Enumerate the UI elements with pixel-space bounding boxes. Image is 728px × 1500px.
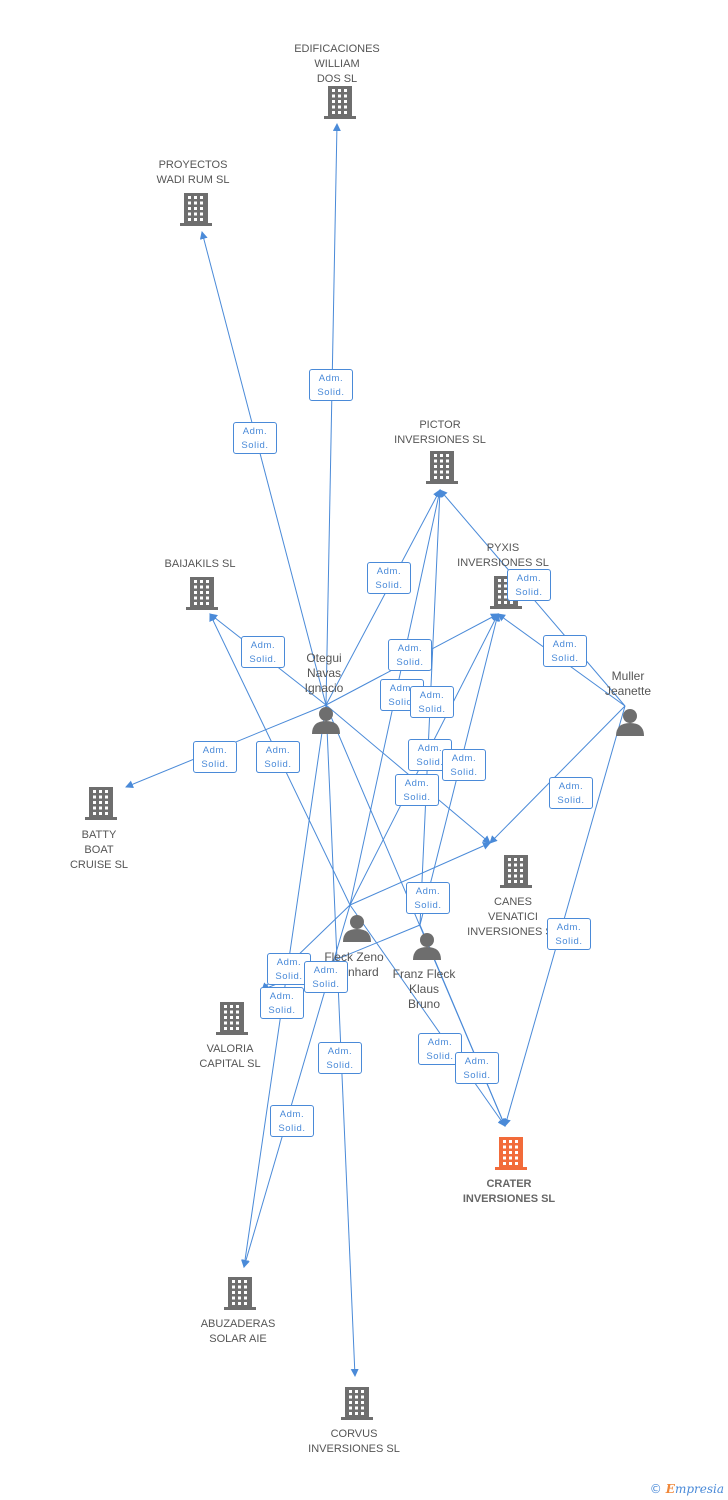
edge-label-franzfleck-to-pictor[interactable]: Adm. Solid. [395, 774, 439, 806]
edge-muller-to-crater [503, 705, 626, 1127]
person-icon-muller[interactable] [616, 709, 644, 736]
node-label-crater[interactable]: CRATER INVERSIONES SL [462, 1178, 556, 1205]
node-label-pictor[interactable]: PICTOR INVERSIONES SL [394, 419, 486, 446]
edge-label-otegui-to-baijakils[interactable]: Adm. Solid. [241, 636, 285, 668]
node-label-franzfleck[interactable]: Franz Fleck Klaus Bruno [392, 967, 456, 1011]
node-label-canes[interactable]: CANES VENATICI INVERSIONES SL [467, 896, 559, 938]
node-label-otegui[interactable]: Otegui Navas Ignacio [304, 651, 344, 695]
edge-label-otegui-to-pictor[interactable]: Adm. Solid. [367, 562, 411, 594]
person-icon-franzfleck[interactable] [413, 933, 441, 960]
building-icon-canes[interactable] [500, 855, 532, 888]
edge-label-fleckzeno-to-abuzaderas[interactable]: Adm. Solid. [304, 961, 348, 993]
building-icon-baijakils[interactable] [186, 577, 218, 610]
edge-fleckzeno-to-canes [349, 842, 491, 906]
edge-label-fleckzeno-to-pictor[interactable]: Adm. Solid. [410, 686, 454, 718]
node-label-muller[interactable]: Muller Jeanette [604, 669, 652, 698]
node-label-pyxis[interactable]: PYXIS INVERSIONES SL [457, 542, 549, 569]
edge-label-otegui-to-edificaciones[interactable]: Adm. Solid. [309, 369, 353, 401]
node-label-baijakils[interactable]: BAIJAKILS SL [164, 558, 236, 570]
edge-label-otegui-to-pyxis[interactable]: Adm. Solid. [388, 639, 432, 671]
building-icon-crater[interactable] [495, 1137, 527, 1170]
edge-otegui-to-proyectos [199, 231, 327, 706]
edge-label-muller-to-pictor[interactable]: Adm. Solid. [507, 569, 551, 601]
node-label-batty[interactable]: BATTY BOAT CRUISE SL [69, 829, 129, 871]
building-icon-pictor[interactable] [426, 451, 458, 484]
edge-label-fleckzeno-to-baijakils[interactable]: Adm. Solid. [256, 741, 300, 773]
building-icon-batty[interactable] [85, 787, 117, 820]
edge-label-fleckzeno-to-crater[interactable]: Adm. Solid. [418, 1033, 462, 1065]
edge-label-otegui-to-abuzaderas[interactable]: Adm. Solid. [270, 1105, 314, 1137]
building-icon-edificaciones[interactable] [324, 86, 356, 119]
edge-label-franzfleck-to-crater[interactable]: Adm. Solid. [455, 1052, 499, 1084]
building-icon-abuzaderas[interactable] [224, 1277, 256, 1310]
edges-layer [125, 123, 626, 1377]
edge-label-otegui-to-proyectos[interactable]: Adm. Solid. [233, 422, 277, 454]
edge-muller-to-canes [489, 705, 626, 844]
building-icon-corvus[interactable] [341, 1387, 373, 1420]
edge-label-fleckzeno-to-valoria[interactable]: Adm. Solid. [267, 953, 311, 985]
brand-name: mpresia [674, 1482, 724, 1496]
building-icon-valoria[interactable] [216, 1002, 248, 1035]
person-icon-fleckzeno[interactable] [343, 915, 371, 942]
copyright-symbol: © [649, 1482, 662, 1496]
building-icon-proyectos[interactable] [180, 193, 212, 226]
brand-initial: E [665, 1482, 675, 1496]
edge-otegui-to-abuzaderas [241, 704, 327, 1268]
node-label-proyectos[interactable]: PROYECTOS WADI RUM SL [156, 159, 230, 186]
node-label-valoria[interactable]: VALORIA CAPITAL SL [199, 1043, 261, 1070]
edge-label-franzfleck-to-pyxis[interactable]: Adm. Solid. [442, 749, 486, 781]
edge-label-fleckzeno-to-canes[interactable]: Adm. Solid. [406, 882, 450, 914]
edge-otegui-to-edificaciones [325, 123, 341, 706]
node-label-abuzaderas[interactable]: ABUZADERAS SOLAR AIE [200, 1318, 276, 1345]
edge-label-franzfleck-to-valoria[interactable]: Adm. Solid. [260, 987, 304, 1019]
node-label-edificaciones[interactable]: EDIFICACIONES WILLIAM DOS SL [294, 43, 380, 85]
node-label-fleckzeno[interactable]: Fleck Zeno Bernhard [324, 950, 384, 979]
edge-label-muller-to-pyxis[interactable]: Adm. Solid. [543, 635, 587, 667]
brand-footer[interactable]: ©Empresia [650, 1482, 724, 1496]
edge-otegui-to-pictor [325, 489, 441, 706]
node-label-corvus[interactable]: CORVUS INVERSIONES SL [308, 1428, 400, 1455]
edge-label-muller-to-crater[interactable]: Adm. Solid. [547, 918, 591, 950]
edge-fleckzeno-to-crater [349, 904, 506, 1127]
edge-label-otegui-to-corvus[interactable]: Adm. Solid. [318, 1042, 362, 1074]
edge-otegui-to-corvus [325, 704, 359, 1377]
edge-label-muller-to-canes[interactable]: Adm. Solid. [549, 777, 593, 809]
edge-label-otegui-to-batty[interactable]: Adm. Solid. [193, 741, 237, 773]
icons-layer [85, 86, 644, 1420]
person-icon-otegui[interactable] [312, 707, 340, 734]
